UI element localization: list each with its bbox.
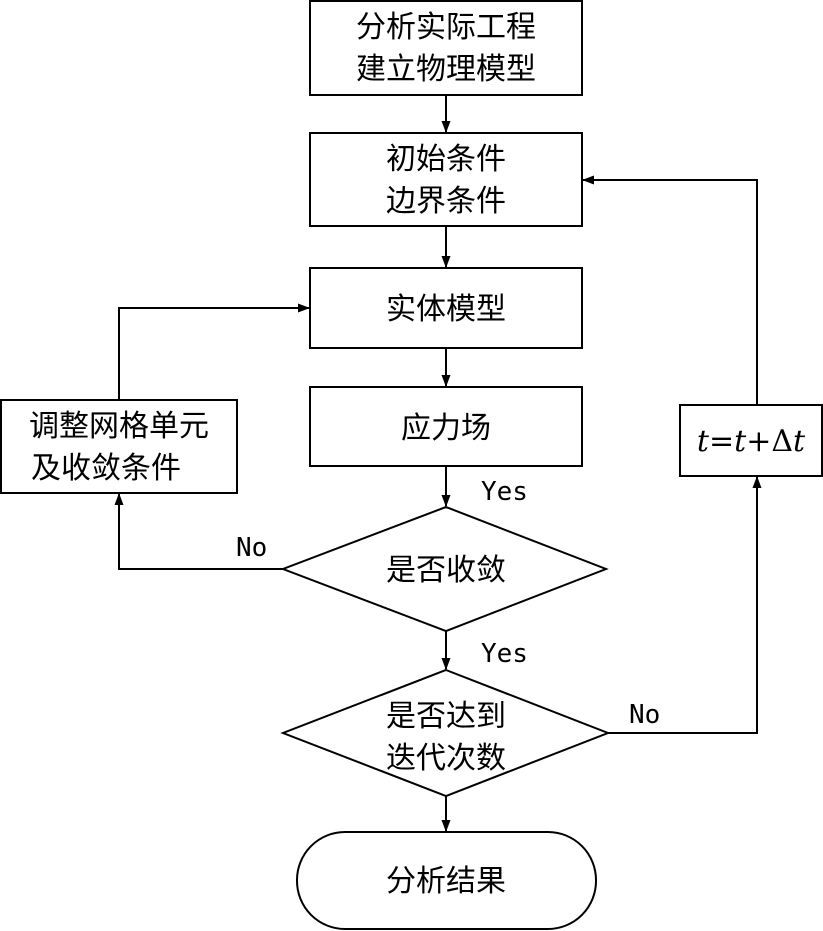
iterations-line1: 是否达到 xyxy=(386,699,506,734)
iterations-line2: 迭代次数 xyxy=(386,741,506,776)
time-var-1: t xyxy=(697,424,710,459)
conditions-box: 初始条件 边界条件 xyxy=(309,132,583,227)
adjust-mesh-line2: 及收敛条件 xyxy=(31,451,181,486)
yes-label-converged: Yes xyxy=(481,639,528,669)
adjust-mesh-line1: 调整网格单元 xyxy=(29,409,209,444)
stress-field-label: 应力场 xyxy=(401,411,491,446)
time-var-2: t xyxy=(734,424,747,459)
no-label-converge: No xyxy=(236,533,267,563)
conditions-line2: 边界条件 xyxy=(386,184,506,219)
no-label-iterations: No xyxy=(629,700,660,730)
time-step-formula: t=t+Δt xyxy=(697,424,806,459)
arrow-no-to-time-step xyxy=(608,476,762,734)
arrow-time-step-to-conditions xyxy=(582,175,758,405)
equals-sign: = xyxy=(709,424,734,459)
result-terminal: 分析结果 xyxy=(296,831,597,930)
arrow-no-to-adjust-mesh xyxy=(114,493,283,570)
converged-label: 是否收敛 xyxy=(386,553,506,588)
analyze-line1: 分析实际工程 xyxy=(356,10,536,45)
analyze-engineering-box: 分析实际工程 建立物理模型 xyxy=(309,0,583,96)
plus-delta: +Δ xyxy=(746,424,793,459)
time-var-3: t xyxy=(793,424,806,459)
solid-model-label: 实体模型 xyxy=(386,292,506,327)
solid-model-box: 实体模型 xyxy=(309,267,583,349)
converged-decision: 是否收敛 xyxy=(280,505,609,633)
iterations-decision: 是否达到 迭代次数 xyxy=(280,668,611,798)
result-label: 分析结果 xyxy=(386,864,506,899)
arrow-adjust-mesh-to-solid-model xyxy=(118,303,310,400)
time-step-box: t=t+Δt xyxy=(679,404,823,477)
yes-label-stress: Yes xyxy=(481,477,528,507)
adjust-mesh-box: 调整网格单元 及收敛条件 xyxy=(0,399,238,494)
conditions-line1: 初始条件 xyxy=(386,142,506,177)
stress-field-box: 应力场 xyxy=(309,386,583,467)
analyze-line2: 建立物理模型 xyxy=(356,52,536,87)
